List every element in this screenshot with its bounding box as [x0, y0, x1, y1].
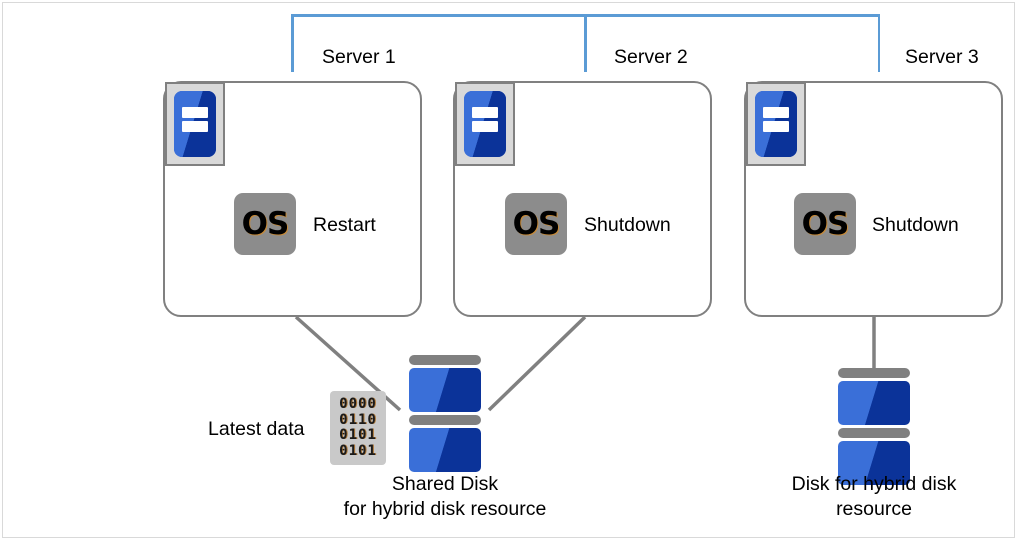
cluster-bracket-leg-right	[877, 14, 880, 72]
server-3-machine-icon	[746, 82, 806, 166]
server-1-os-state: Restart	[313, 214, 376, 236]
latest-data-row: 0101	[339, 442, 377, 459]
hybrid-disk-icon	[838, 368, 910, 485]
server-2-machine-icon	[455, 82, 515, 166]
shared-disk-caption-line2: for hybrid disk resource	[343, 498, 547, 520]
server-2-os-state: Shutdown	[584, 214, 671, 236]
shared-disk-plate-middle	[409, 415, 481, 425]
server-1-os-icon-text: OS	[241, 205, 290, 242]
server-2-machine-icon-bar-bottom	[472, 121, 498, 133]
shared-disk-body-top-shade	[409, 368, 481, 412]
server-1-machine-icon-bar-top	[182, 106, 208, 118]
hybrid-disk-body-top-shade	[838, 381, 910, 425]
server-3-machine-icon-bar-bottom	[763, 121, 789, 133]
cluster-bracket-leg-left	[291, 14, 294, 72]
server-3-label: Server 3	[905, 46, 979, 68]
hybrid-disk-caption-line2: resource	[836, 498, 912, 520]
server-2-os-icon: OS	[505, 193, 567, 255]
hybrid-disk-caption: Disk for hybrid disk resource	[754, 472, 994, 522]
server-2-machine-icon-body	[464, 91, 506, 157]
shared-disk-body-top	[409, 368, 481, 412]
shared-disk-icon	[409, 355, 481, 472]
hybrid-disk-body-bottom	[838, 441, 910, 485]
cluster-bracket-leg-middle	[584, 14, 587, 72]
server-1-machine-icon-bar-bottom	[182, 121, 208, 133]
latest-data-row: 0101	[339, 427, 377, 443]
shared-disk-body-bottom	[409, 428, 481, 472]
shared-disk-caption: Shared Disk for hybrid disk resource	[325, 472, 565, 522]
server-1-machine-icon-body	[174, 91, 216, 157]
hybrid-disk-caption-line1: Disk for hybrid disk	[791, 473, 957, 495]
hybrid-disk-body-top	[838, 381, 910, 425]
shared-disk-caption-line1: Shared Disk	[391, 473, 499, 495]
server-2-label: Server 2	[614, 46, 688, 68]
server-3-os-state: Shutdown	[872, 214, 959, 236]
server-3-os-icon-text: OS	[801, 205, 850, 242]
server-2-os-icon-text: OS	[512, 205, 561, 242]
server-2-machine-icon-bar-top	[472, 106, 498, 118]
latest-data-row: 0110	[339, 411, 377, 428]
server-3-os-icon: OS	[794, 193, 856, 255]
shared-disk-plate-top	[409, 355, 481, 365]
server-3-machine-icon-body	[755, 91, 797, 157]
server-1-label: Server 1	[322, 46, 396, 68]
hybrid-disk-body-bottom-shade	[838, 441, 910, 485]
latest-data-label: Latest data	[208, 418, 305, 440]
shared-disk-body-bottom-shade	[409, 428, 481, 472]
server-3-machine-icon-bar-top	[763, 106, 789, 118]
latest-data-row: 0000	[339, 396, 377, 412]
latest-data-tile: 0000 0110 0101 0101	[330, 391, 386, 465]
server-1-os-icon: OS	[234, 193, 296, 255]
server-1-machine-icon	[165, 82, 225, 166]
hybrid-disk-plate-middle	[838, 428, 910, 438]
hybrid-disk-plate-top	[838, 368, 910, 378]
